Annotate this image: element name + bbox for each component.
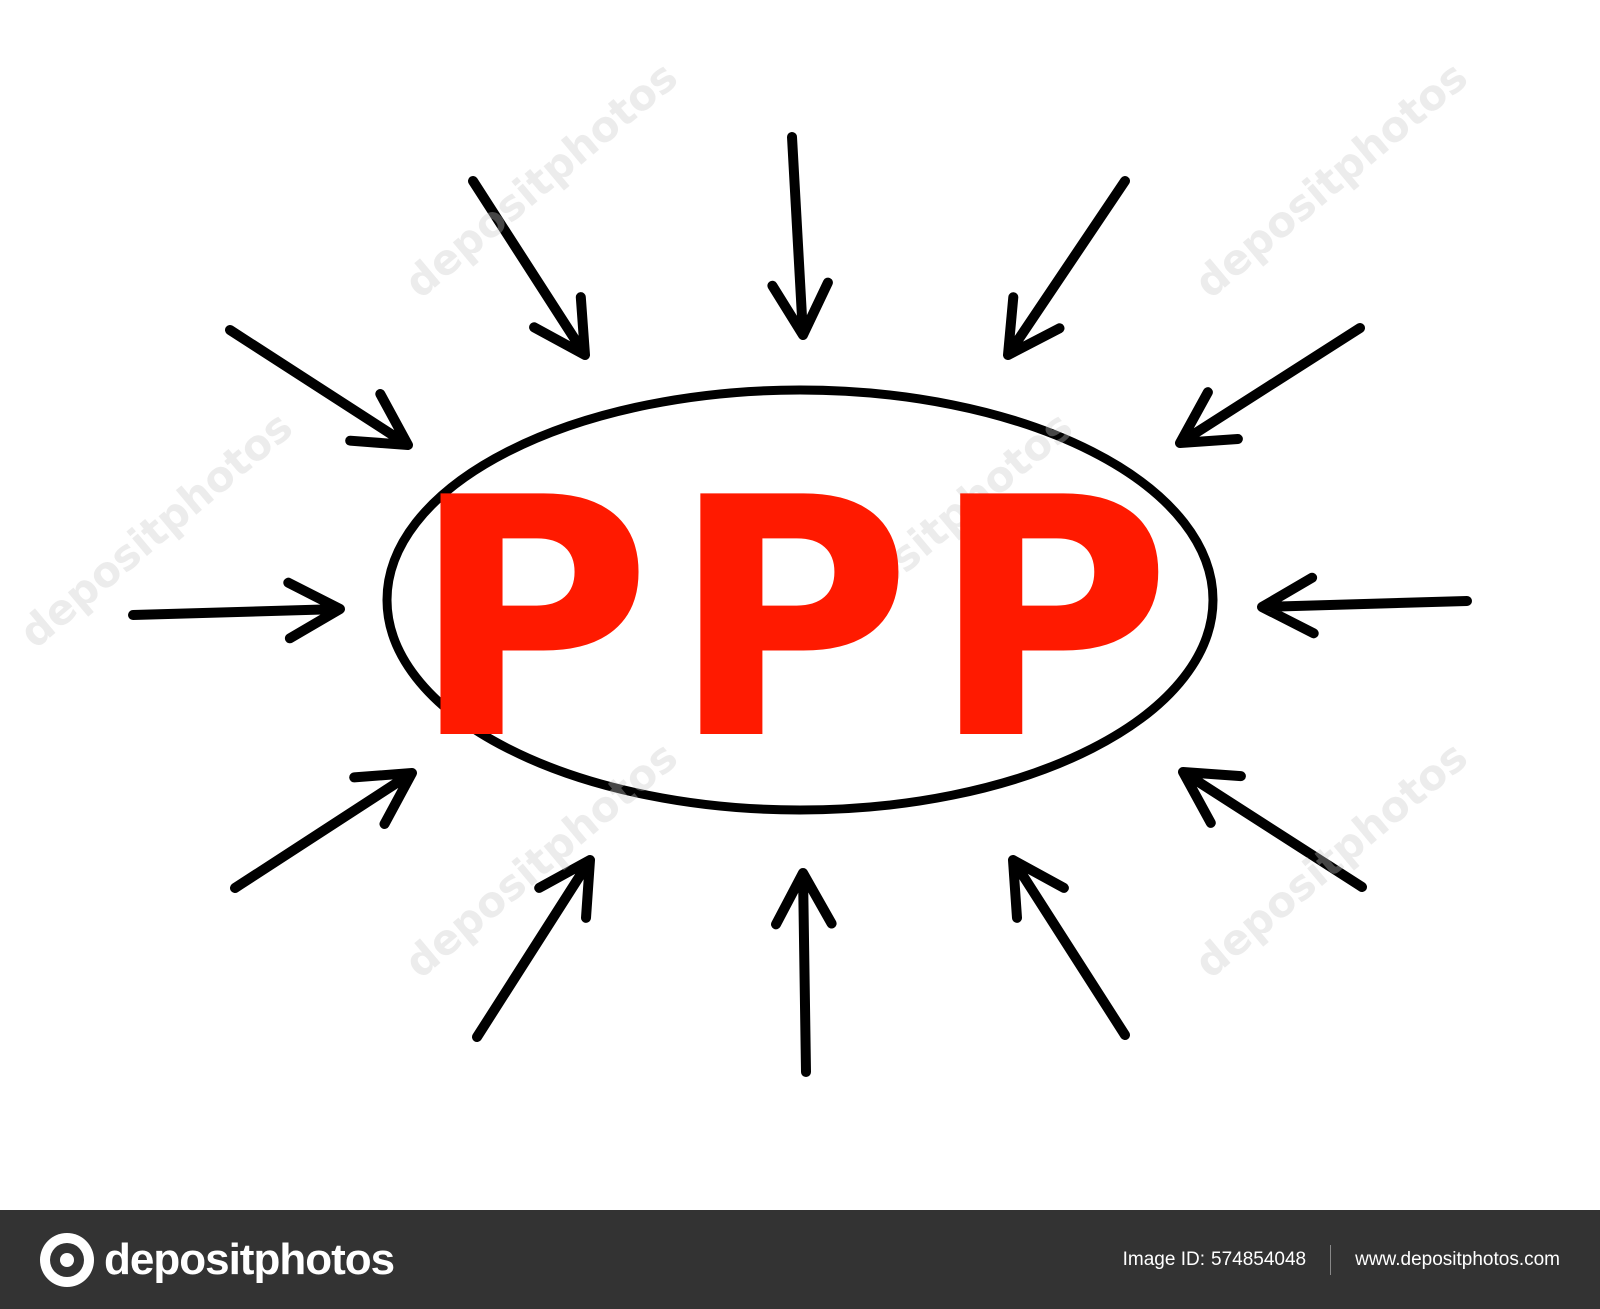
arrow-icon bbox=[472, 855, 595, 1042]
arrow-icon bbox=[225, 325, 413, 450]
footer-info: Image ID: 574854048 www.depositphotos.co… bbox=[1122, 1244, 1560, 1275]
arrow-icon bbox=[771, 868, 837, 1077]
brand-logo[interactable]: depositphotos bbox=[40, 1232, 395, 1287]
arrow-icon bbox=[1257, 572, 1472, 639]
arrow-icon bbox=[1008, 855, 1130, 1040]
arrow-icon bbox=[1178, 767, 1367, 892]
arrow-icon bbox=[128, 577, 345, 644]
arrow-icon bbox=[1003, 176, 1130, 360]
arrow-icon bbox=[1175, 323, 1365, 448]
illustration-canvas: depositphotos depositphotos depositphoto… bbox=[10, 52, 1477, 1077]
arrow-icon bbox=[767, 132, 833, 340]
arrows-group bbox=[128, 132, 1472, 1077]
image-id-value: 574854048 bbox=[1211, 1248, 1307, 1270]
brand-name: depositphotos bbox=[104, 1234, 395, 1284]
footer-bar: depositphotos Image ID: 574854048 www.de… bbox=[0, 1210, 1600, 1309]
arrow-icon bbox=[468, 176, 590, 360]
image-id-label: Image ID: bbox=[1122, 1248, 1205, 1270]
site-link[interactable]: www.depositphotos.com bbox=[1355, 1248, 1560, 1270]
oval-frame bbox=[382, 385, 1218, 815]
camera-logo-icon bbox=[40, 1232, 94, 1287]
arrow-icon bbox=[230, 768, 417, 893]
divider bbox=[1330, 1244, 1332, 1275]
sketch bbox=[128, 132, 1472, 1077]
acronym-text: PPP bbox=[410, 428, 1190, 812]
